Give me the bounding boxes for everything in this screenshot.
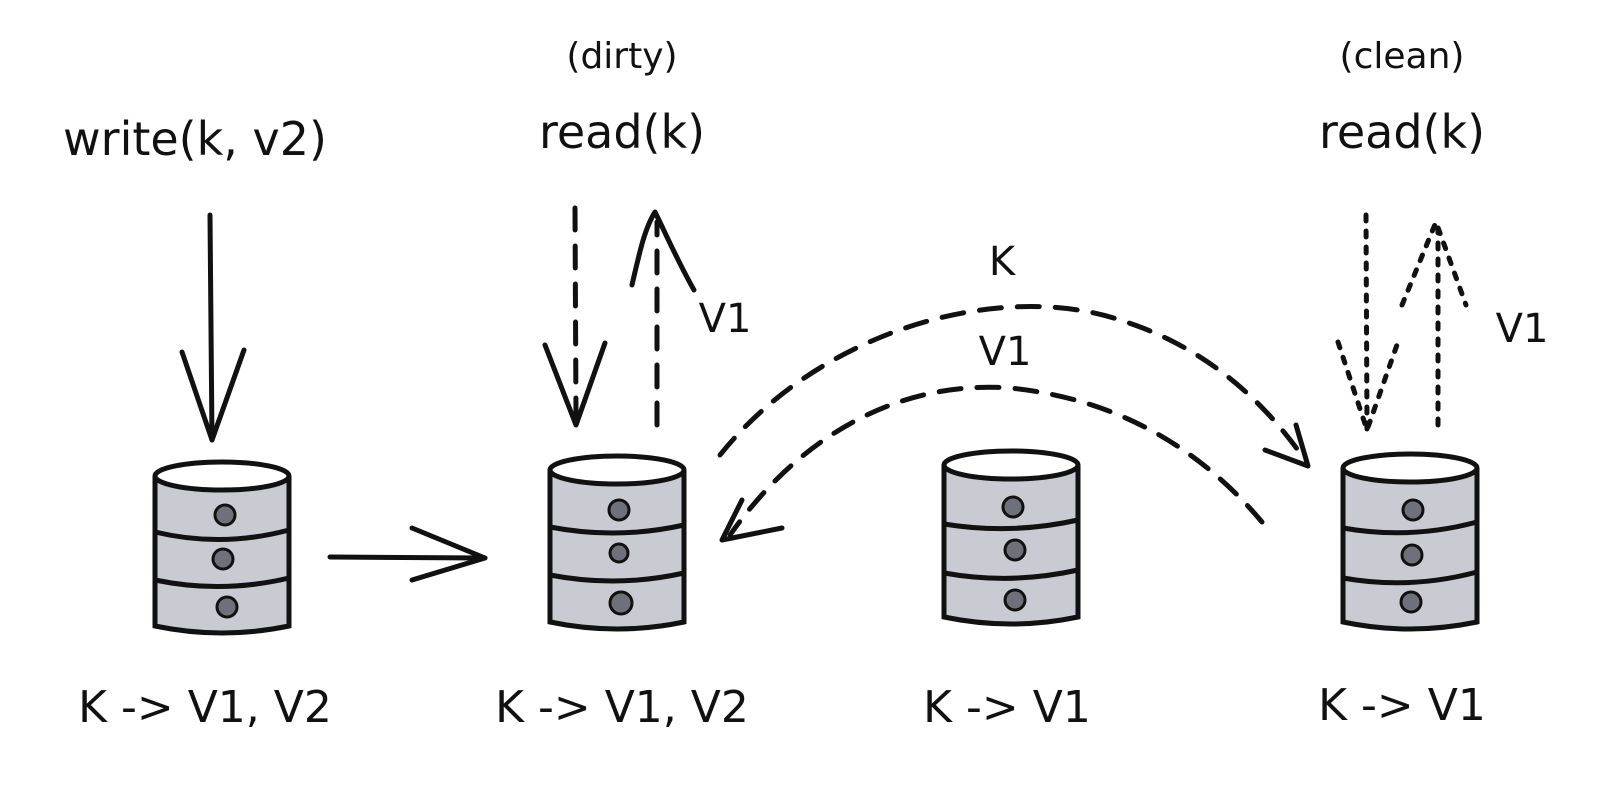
clean-read-label: read(k) [1319,105,1485,159]
sync-response-arrow [719,384,1265,543]
node-label-2: K -> V1, V2 [495,682,749,733]
database-node-3 [941,448,1081,627]
dirty-status-label: (dirty) [566,36,677,77]
sync-request-key-label: K [989,239,1017,285]
sync-request-arrow [717,303,1311,469]
node-label-1: K -> V1, V2 [78,682,332,733]
clean-read-response-arrow [1399,219,1469,428]
database-node-1 [152,459,292,636]
dirty-read-request-arrow [542,205,608,428]
clean-return-value-label: V1 [1496,306,1549,352]
clean-status-label: (clean) [1340,36,1465,77]
sync-response-value-label: V1 [979,329,1032,375]
dirty-return-value-label: V1 [699,296,752,342]
write-operation-label: write(k, v2) [63,112,327,166]
dirty-read-response-arrow [629,209,697,428]
database-node-4 [1340,451,1480,632]
write-arrow [179,212,247,443]
database-node-2 [547,453,687,632]
replication-arrow [327,525,488,583]
node-label-3: K -> V1 [923,682,1091,733]
dirty-read-label: read(k) [539,105,705,159]
node-label-4: K -> V1 [1318,680,1486,731]
clean-read-request-arrow [1335,212,1401,433]
